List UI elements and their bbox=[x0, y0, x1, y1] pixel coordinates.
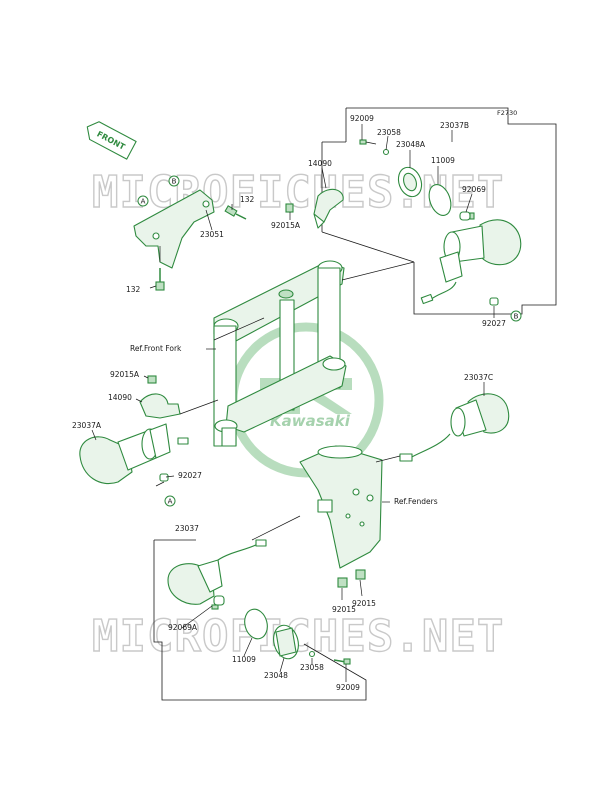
label-23037b: 23037B bbox=[440, 121, 469, 130]
callout-a-top-label: A bbox=[141, 198, 146, 206]
gasket-11009-bottom bbox=[244, 608, 268, 640]
label-23037c: 23037C bbox=[464, 373, 493, 382]
lower-turn-signal-parts bbox=[167, 539, 351, 665]
turn-signal-23037a bbox=[79, 423, 189, 484]
part-labels: 92009 23058 23037B 23048A 11009 14090 92… bbox=[72, 114, 506, 692]
leader-lines bbox=[91, 124, 495, 682]
screw-92009-top bbox=[359, 139, 377, 145]
label-ref-fenders: Ref.Fenders bbox=[394, 497, 438, 506]
screw-92009-bottom bbox=[333, 658, 351, 665]
label-92027-right: 92027 bbox=[482, 319, 506, 328]
nut-92015a-left bbox=[147, 375, 157, 384]
label-92069a: 92069A bbox=[168, 623, 198, 632]
label-92015a-top: 92015A bbox=[271, 221, 301, 230]
bulb-92069 bbox=[459, 211, 475, 221]
clip-14090-left bbox=[139, 393, 181, 419]
lens-23048a bbox=[397, 166, 423, 198]
housing-23037 bbox=[167, 539, 267, 605]
nut-92015-left bbox=[337, 577, 348, 588]
connector-right bbox=[399, 453, 413, 462]
front-arrow-tag: FRONT bbox=[86, 121, 137, 160]
watermark-bottom: MICROFICHES.NET bbox=[91, 610, 504, 662]
gasket-11009-top bbox=[428, 184, 452, 216]
clip-14090-top bbox=[313, 188, 344, 229]
connector-left bbox=[177, 437, 189, 445]
label-92015-left: 92015 bbox=[332, 605, 356, 614]
nut-92015a-top bbox=[285, 203, 294, 213]
label-23048a: 23048A bbox=[396, 140, 426, 149]
bulb-92069a bbox=[211, 595, 225, 610]
label-23048: 23048 bbox=[264, 671, 288, 680]
label-92027-left: 92027 bbox=[178, 471, 202, 480]
label-23058-bottom: 23058 bbox=[300, 663, 324, 672]
triple-clamp-assembly bbox=[213, 260, 347, 447]
label-92009-bottom: 92009 bbox=[336, 683, 360, 692]
callout-b-top-label: B bbox=[172, 178, 177, 186]
figure-code: F2730 bbox=[497, 109, 517, 117]
callout-a-top: A bbox=[137, 195, 149, 207]
label-132-top: 132 bbox=[240, 195, 255, 204]
callout-b-right: B bbox=[510, 310, 522, 322]
kawasaki-wordmark: Kawasaki bbox=[270, 412, 351, 430]
label-92009-top: 92009 bbox=[350, 114, 374, 123]
callout-a-left-label: A bbox=[168, 498, 173, 506]
upper-right-turn-signal-parts bbox=[359, 139, 522, 306]
bolt-132-top bbox=[224, 205, 247, 220]
callout-b-right-label: B bbox=[514, 313, 519, 321]
grommet-92027-left bbox=[159, 473, 169, 482]
label-14090-top: 14090 bbox=[308, 159, 332, 168]
label-14090-left: 14090 bbox=[108, 393, 132, 402]
label-132-bottom: 132 bbox=[126, 285, 141, 294]
bracket-23051 bbox=[133, 189, 247, 291]
nut-23058-bottom bbox=[308, 650, 316, 658]
label-92015a-left: 92015A bbox=[110, 370, 140, 379]
grommet-fender bbox=[317, 499, 333, 513]
turn-signal-23037c bbox=[399, 393, 510, 462]
bolt-132-bottom bbox=[155, 268, 165, 291]
group-box-23037b bbox=[321, 107, 557, 315]
label-23051: 23051 bbox=[200, 230, 224, 239]
callout-a-left: A bbox=[164, 495, 176, 507]
label-23037a: 23037A bbox=[72, 421, 102, 430]
label-11009-top: 11009 bbox=[431, 156, 455, 165]
label-11009-bottom: 11009 bbox=[232, 655, 256, 664]
connector-lower bbox=[255, 539, 267, 547]
lens-23048 bbox=[273, 624, 299, 660]
label-23058-top: 23058 bbox=[377, 128, 401, 137]
label-92069: 92069 bbox=[462, 185, 486, 194]
nut-92015-right bbox=[355, 569, 366, 580]
label-ref-front-fork: Ref.Front Fork bbox=[130, 344, 182, 353]
rear-fender-bracket bbox=[299, 445, 383, 588]
group-box-23037 bbox=[153, 539, 367, 701]
nut-23058-top bbox=[382, 148, 390, 156]
connector-upper-right bbox=[420, 293, 434, 305]
housing-23037b bbox=[439, 219, 522, 283]
label-92015-right: 92015 bbox=[352, 599, 376, 608]
label-23037: 23037 bbox=[175, 524, 199, 533]
grommet-92027-right bbox=[489, 297, 499, 306]
watermark-text-bottom: MICROFICHES.NET bbox=[92, 611, 504, 662]
callout-b-top: B bbox=[168, 175, 180, 187]
